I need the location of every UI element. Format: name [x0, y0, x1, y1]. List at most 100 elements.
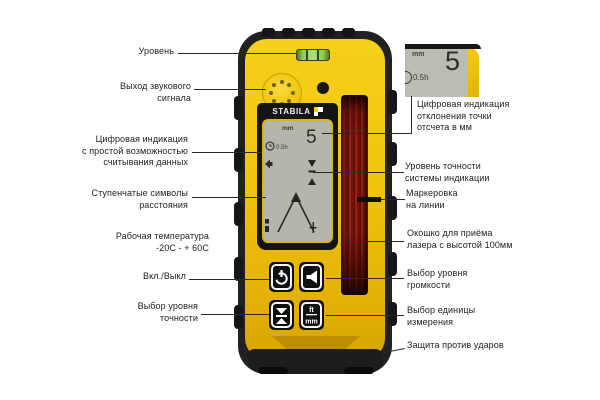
label-sound-output: Выход звукового сигнала — [120, 81, 191, 104]
laser-receiver-window — [341, 95, 368, 295]
side-bump — [234, 96, 243, 120]
label-line: Уровень точности — [405, 161, 481, 171]
speaker-hole — [287, 99, 291, 103]
brand-text: STABILA — [272, 107, 311, 116]
label-line: лазера с высотой 100мм — [407, 239, 513, 250]
units-button: ft mm — [299, 300, 324, 330]
label-line: -20C - + 60C — [156, 242, 209, 253]
speaker-icon — [306, 270, 317, 284]
side-bump — [388, 142, 397, 166]
label-line: сигнала — [157, 92, 191, 103]
leader-accuracy-select — [201, 314, 269, 315]
inset-bezel-edge — [405, 44, 481, 49]
leader-step-symbols — [192, 197, 266, 198]
bubble-level-vial — [296, 49, 330, 61]
leader-sound-output — [194, 89, 266, 90]
lcd-unit: mm — [282, 125, 294, 132]
label-line: отсчета в мм — [417, 122, 473, 132]
label-marking-line: Маркеровка на линии — [406, 188, 458, 211]
label-volume-select: Выбор уровня громкости — [407, 268, 467, 291]
lcd-timer: 0.5h — [276, 145, 288, 151]
leader-accuracy-level — [313, 172, 404, 173]
label-line: Выход звукового — [120, 81, 191, 91]
grip-indent — [272, 336, 360, 352]
leader-deviation-h — [322, 133, 411, 134]
lcd-speaker-icon — [265, 159, 273, 169]
vial-mark — [317, 50, 319, 60]
label-line: отклонения точки — [417, 110, 492, 121]
label-step-symbols: Ступенчатые символы расстояния — [92, 188, 189, 211]
label-line: Выбор единицы — [407, 305, 476, 315]
top-rib — [342, 28, 355, 37]
timer-clock-icon — [265, 141, 275, 151]
checker-cell — [318, 107, 323, 112]
label-line: Выбор уровня — [407, 268, 468, 278]
top-rib — [322, 28, 335, 37]
speaker-hole — [272, 99, 276, 103]
leader-volume-select — [326, 278, 404, 279]
ft-mm-icon: ft mm — [305, 307, 317, 326]
label-digital-display: Цифровая индикация с простой возможность… — [82, 134, 188, 169]
side-bump — [388, 252, 397, 276]
label-line: Защита против ударов — [407, 340, 504, 350]
label-line: на линии — [406, 199, 445, 210]
label-shock-protection: Защита против ударов — [407, 340, 504, 352]
leader-receiver-window — [347, 241, 404, 242]
side-bump — [388, 90, 397, 114]
lcd-accuracy-indicator — [308, 160, 316, 185]
top-rib — [302, 28, 315, 37]
label-line: системы индикации — [405, 172, 490, 183]
label-line: Окошко для приёма — [407, 228, 493, 238]
speaker-hole — [287, 83, 291, 87]
lcd-value: 5 — [306, 127, 317, 148]
brand-logo: STABILA — [257, 104, 338, 119]
power-button — [269, 262, 294, 292]
label-line: измерения — [407, 316, 454, 327]
label-level-line: Уровень — [138, 46, 174, 56]
label-working-temp: Рабочая температура -20C - + 60C — [116, 231, 209, 254]
inset-timer: 0.5h — [413, 73, 429, 82]
label-units-select: Выбор единицы измерения — [407, 305, 475, 328]
speaker-hole — [269, 91, 273, 95]
label-on-off: Вкл./Выкл — [143, 271, 186, 283]
accuracy-arrows-icon — [276, 308, 287, 324]
units-top-text: ft — [309, 307, 314, 314]
power-icon — [275, 270, 288, 285]
label-level: Уровень — [139, 46, 174, 58]
label-line: Рабочая температура — [115, 231, 209, 241]
top-rib — [282, 28, 295, 37]
leader-marking — [380, 199, 405, 200]
inset-screen — [405, 48, 468, 97]
checker-cell — [313, 107, 319, 112]
side-bump — [234, 202, 243, 226]
inset-device-edge — [468, 47, 479, 97]
vial-mark — [306, 50, 308, 60]
side-bump — [388, 302, 397, 326]
label-receiver-window: Окошко для приёма лазера с высотой 100мм — [407, 228, 513, 251]
screw-dot — [317, 82, 329, 94]
side-bump — [388, 196, 397, 220]
label-line: Вкл./Выкл — [143, 271, 186, 281]
label-line: считывания данных — [103, 157, 188, 167]
label-line: громкости — [407, 279, 451, 290]
lcd-screen — [262, 119, 333, 243]
leader-level — [178, 53, 296, 54]
label-line: Маркеровка — [406, 188, 458, 198]
inset-unit: mm — [412, 51, 425, 58]
lcd-content: mm 5 0.5h — [265, 125, 317, 233]
top-rib — [262, 28, 275, 37]
leader-on-off — [189, 279, 269, 280]
accuracy-button — [269, 300, 294, 330]
leader-deviation-v — [411, 96, 412, 134]
leader-units-select — [326, 315, 404, 316]
inset-value: 5 — [445, 46, 461, 76]
side-bump — [234, 257, 243, 281]
side-bump — [234, 148, 243, 172]
speaker-hole — [272, 83, 276, 87]
units-bottom-text: mm — [305, 319, 317, 326]
rubber-foot — [344, 367, 374, 374]
marking-notch — [357, 197, 381, 202]
stabila-checker-icon — [313, 107, 323, 116]
label-line: с простой возможностью — [82, 145, 188, 156]
